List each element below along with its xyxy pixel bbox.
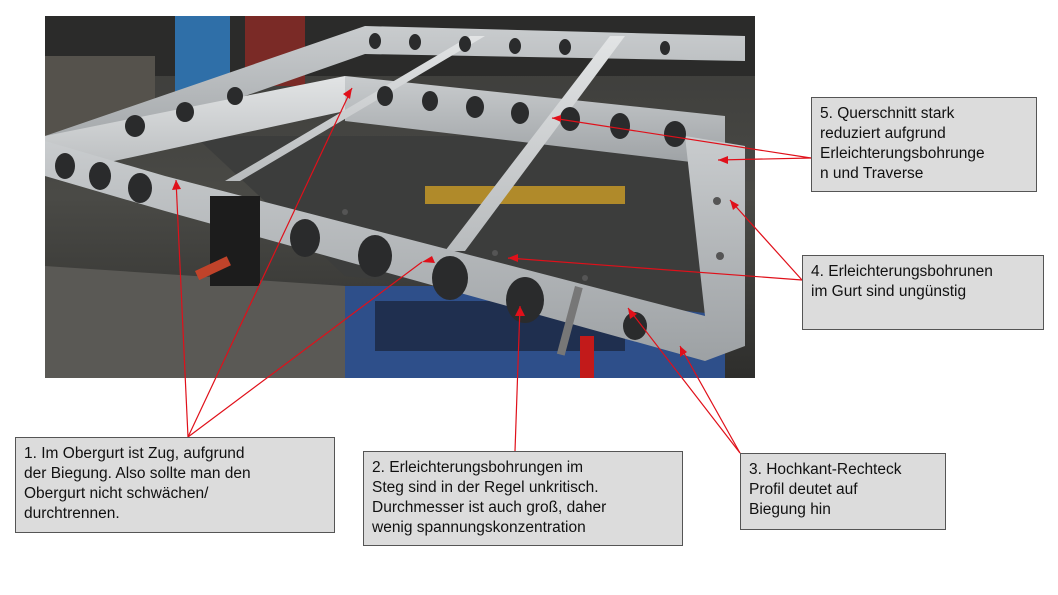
annotation-5-querschnitt: 5. Querschnitt stark reduziert aufgrund … bbox=[811, 97, 1037, 192]
annotation-3-hochkant-profil: 3. Hochkant-Rechteck Profil deutet auf B… bbox=[740, 453, 946, 530]
frame-photo bbox=[45, 16, 755, 378]
right-chord bbox=[685, 136, 745, 361]
annotation-2-steg: 2. Erleichterungsbohrungen im Steg sind … bbox=[363, 451, 683, 546]
back-chord bbox=[45, 26, 745, 166]
clamp-left bbox=[210, 196, 260, 286]
clamp-right bbox=[556, 286, 583, 356]
traverse-1 bbox=[445, 36, 625, 251]
annotation-4-gurt-bohrungen: 4. Erleichterungsbohrunen im Gurt sind u… bbox=[802, 255, 1044, 330]
annotation-1-obergurt: 1. Im Obergurt ist Zug, aufgrund der Bie… bbox=[15, 437, 335, 533]
